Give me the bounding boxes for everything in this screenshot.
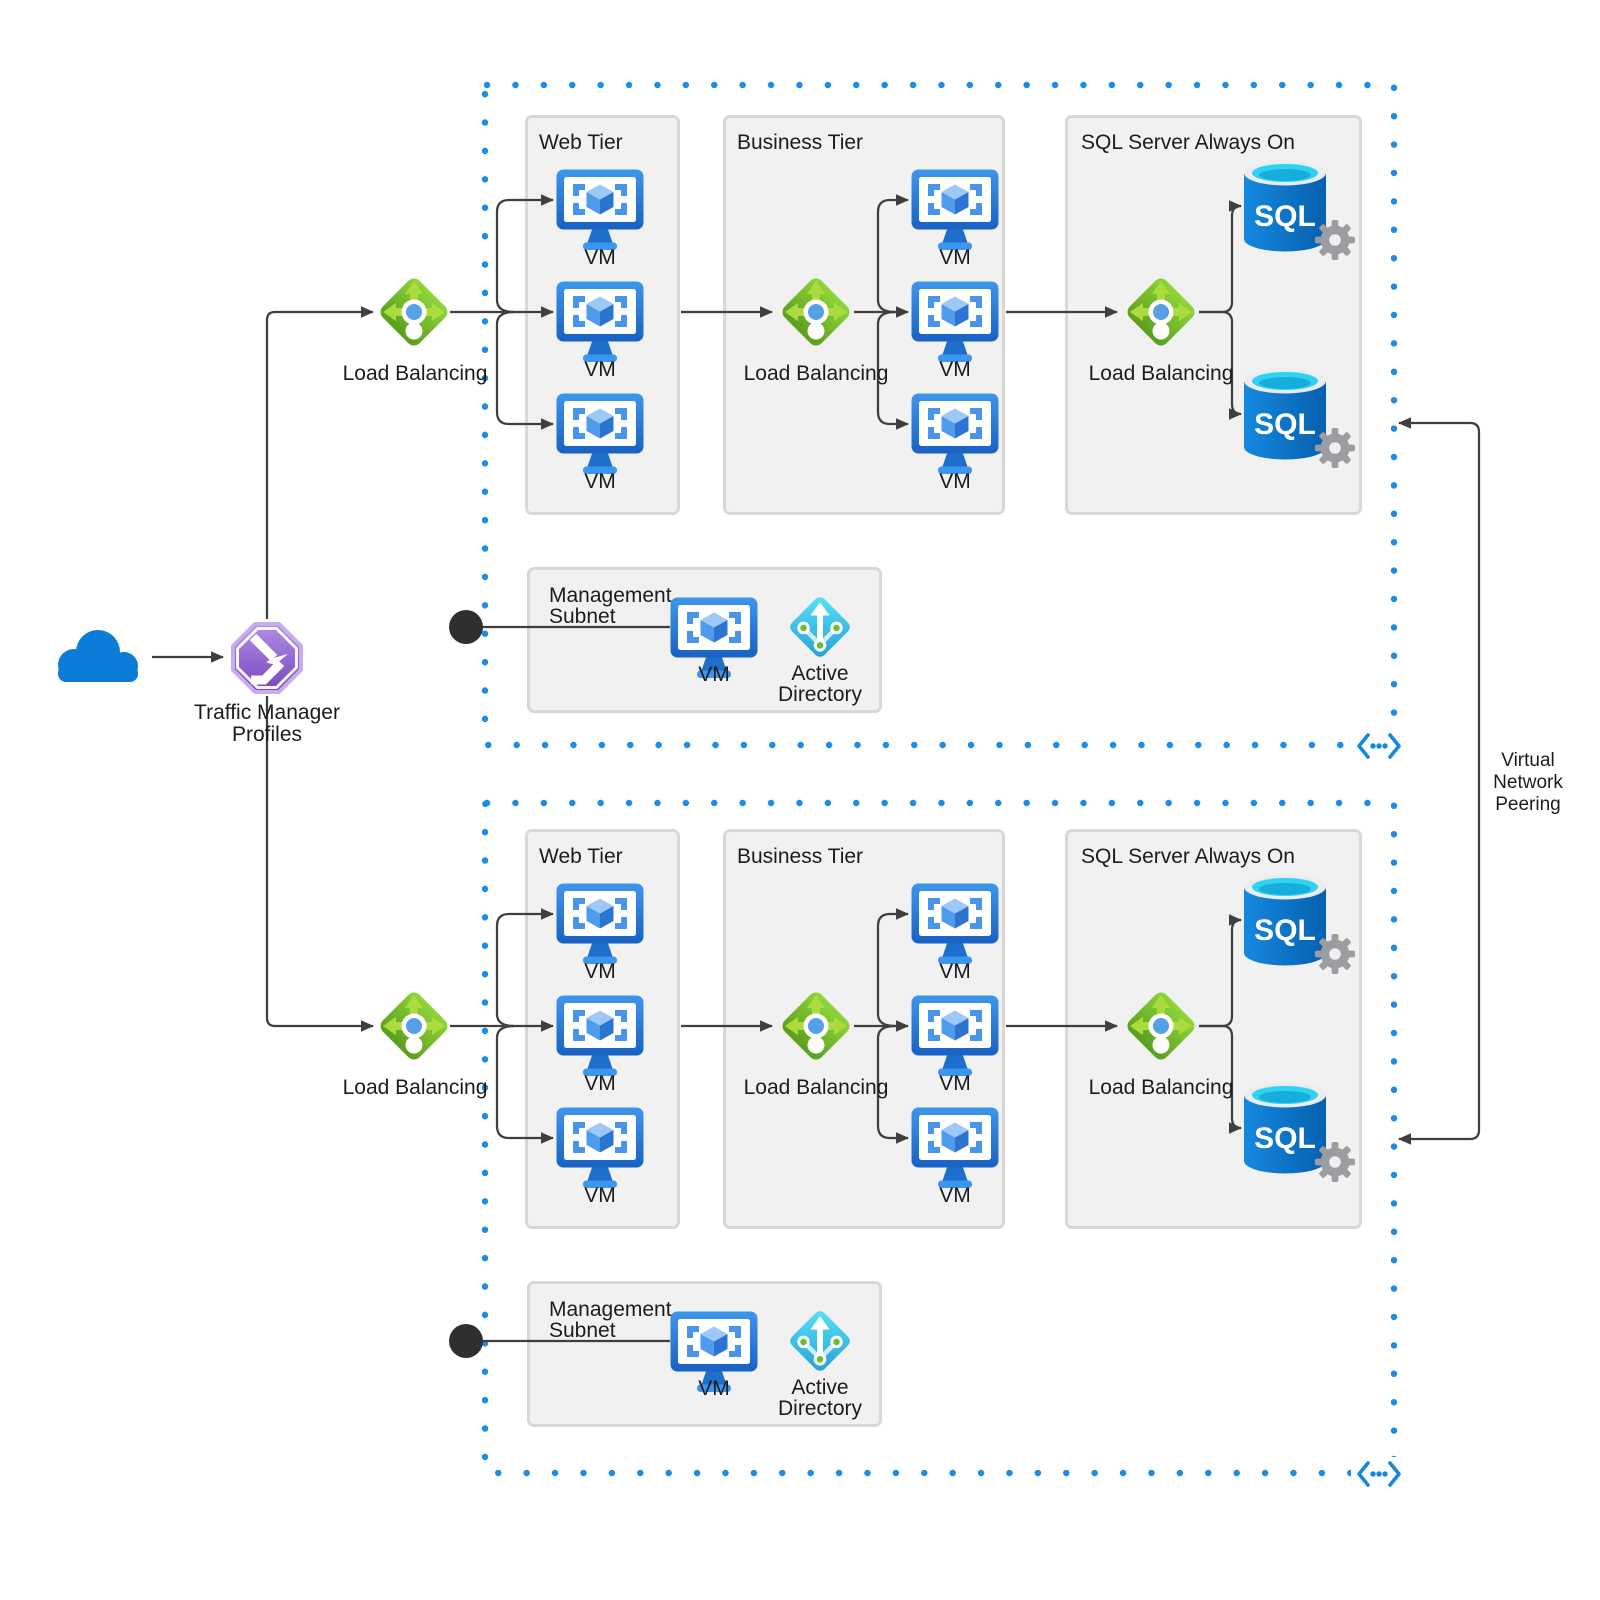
vnet2-business-vm-1-label: VM	[939, 960, 971, 983]
vnet2-business-vm-1[interactable]	[910, 882, 1000, 970]
sql-server-icon	[1242, 159, 1356, 263]
vnet2-web-vm-1[interactable]	[555, 882, 645, 970]
vnet1-active-directory[interactable]	[787, 594, 853, 660]
vnet1-subnet-endpoint-dot[interactable]	[449, 610, 483, 644]
vnet1-web-vm-1-label: VM	[584, 246, 616, 269]
load-balancer-icon	[1123, 988, 1199, 1064]
vnet1-virtual-network-icon[interactable]	[1351, 729, 1407, 763]
vnet1-business-vm-1[interactable]	[910, 168, 1000, 256]
vnet2-business-load-balancer[interactable]	[778, 988, 854, 1064]
vnet2-business-vm-3[interactable]	[910, 1106, 1000, 1194]
vnet1-business-vm-1-label: VM	[939, 246, 971, 269]
vm-icon	[910, 280, 1000, 368]
vnet1-web-tier-title: Web Tier	[539, 131, 623, 154]
traffic-manager-icon	[229, 620, 305, 696]
vnet2-sql-server-1[interactable]	[1242, 873, 1356, 977]
vnet1-business-vm-3-label: VM	[939, 470, 971, 493]
vnet2-sql-load-balancer[interactable]	[1123, 988, 1199, 1064]
vnet2-subnet-endpoint-dot[interactable]	[449, 1324, 483, 1358]
vnet1-management-title: Management Subnet	[549, 584, 672, 628]
vnet1-web-vm-3-label: VM	[584, 470, 616, 493]
vnet2-business-vm-2[interactable]	[910, 994, 1000, 1082]
vnet2-management-vm-label: VM	[698, 1377, 730, 1400]
vnet2-web-vm-2-label: VM	[584, 1072, 616, 1095]
active-directory-icon	[787, 594, 853, 660]
sql-server-icon	[1242, 873, 1356, 977]
vm-icon	[910, 1106, 1000, 1194]
vnet2-web-load-balancer[interactable]	[376, 988, 452, 1064]
vnet2-management-title: Management Subnet	[549, 1298, 672, 1342]
vm-icon	[555, 994, 645, 1082]
vnet1-business-load-balancer[interactable]	[778, 274, 854, 350]
vnet2-web-lb-label: Load Balancing	[342, 1076, 488, 1099]
vnet2-web-vm-3-label: VM	[584, 1184, 616, 1207]
load-balancer-icon	[376, 274, 452, 350]
load-balancer-icon	[778, 274, 854, 350]
vnet1-sql-server-2[interactable]	[1242, 367, 1356, 471]
vnet1-sql-load-balancer[interactable]	[1123, 274, 1199, 350]
vnet2-web-tier-title: Web Tier	[539, 845, 623, 868]
vnet2-web-vm-3[interactable]	[555, 1106, 645, 1194]
vnet2-web-vm-1-label: VM	[584, 960, 616, 983]
vnet2-active-directory[interactable]	[787, 1308, 853, 1374]
cloud-icon	[44, 620, 152, 692]
vm-icon	[910, 882, 1000, 970]
vm-icon	[555, 882, 645, 970]
vm-icon	[555, 1106, 645, 1194]
vnet1-web-load-balancer[interactable]	[376, 274, 452, 350]
vnet1-business-lb-label: Load Balancing	[743, 362, 889, 385]
vm-icon	[910, 392, 1000, 480]
vnet2-virtual-network-icon[interactable]	[1351, 1457, 1407, 1491]
vnet2-sql-tier-title: SQL Server Always On	[1081, 845, 1295, 868]
vnet2-sql-lb-label: Load Balancing	[1088, 1076, 1234, 1099]
vnet1-sql-server-1[interactable]	[1242, 159, 1356, 263]
vnet2-active-directory-label: Active Directory	[777, 1376, 862, 1420]
vnet1-web-vm-1[interactable]	[555, 168, 645, 256]
peering-connector	[1412, 421, 1481, 1141]
vnet2-business-lb-label: Load Balancing	[743, 1076, 889, 1099]
load-balancer-icon	[376, 988, 452, 1064]
traffic-manager-node[interactable]	[229, 620, 305, 696]
vnet2-web-vm-2[interactable]	[555, 994, 645, 1082]
vm-icon	[555, 168, 645, 256]
internet-cloud-node[interactable]	[44, 620, 152, 692]
vnet1-business-vm-3[interactable]	[910, 392, 1000, 480]
vnet1-active-directory-label: Active Directory	[777, 662, 862, 706]
vnet1-business-vm-2[interactable]	[910, 280, 1000, 368]
traffic-manager-label: Traffic Manager Profiles	[194, 701, 340, 746]
vm-icon	[910, 168, 1000, 256]
virtual-network-icon	[1354, 731, 1404, 761]
vm-icon	[555, 280, 645, 368]
load-balancer-icon	[1123, 274, 1199, 350]
sql-server-icon	[1242, 1081, 1356, 1185]
active-directory-icon	[787, 1308, 853, 1374]
vm-icon	[910, 994, 1000, 1082]
vnet1-sql-tier-title: SQL Server Always On	[1081, 131, 1295, 154]
vnet2-business-vm-3-label: VM	[939, 1184, 971, 1207]
load-balancer-icon	[778, 988, 854, 1064]
vnet2-business-tier-title: Business Tier	[737, 845, 864, 868]
vnet2-business-vm-2-label: VM	[939, 1072, 971, 1095]
vnet2-sql-server-2[interactable]	[1242, 1081, 1356, 1185]
vnet1-business-vm-2-label: VM	[939, 358, 971, 381]
vnet1-web-lb-label: Load Balancing	[342, 362, 488, 385]
vnet1-web-vm-2[interactable]	[555, 280, 645, 368]
vnet1-sql-lb-label: Load Balancing	[1088, 362, 1234, 385]
peering-label: Virtual Network Peering	[1493, 750, 1563, 815]
sql-server-icon	[1242, 367, 1356, 471]
vm-icon	[555, 392, 645, 480]
vnet1-web-vm-3[interactable]	[555, 392, 645, 480]
vnet1-web-vm-2-label: VM	[584, 358, 616, 381]
vnet1-management-vm-label: VM	[698, 663, 730, 686]
virtual-network-icon	[1354, 1459, 1404, 1489]
vnet1-business-tier-title: Business Tier	[737, 131, 864, 154]
